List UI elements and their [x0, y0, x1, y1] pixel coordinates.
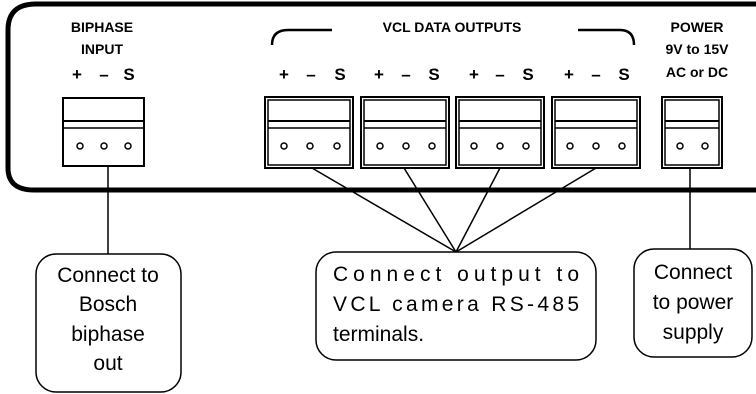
vcl1-pin-plus: +: [279, 65, 289, 84]
vcl4-pin-shield: S: [618, 65, 629, 84]
callout-vcl-line3: terminals.: [333, 323, 424, 346]
vcl3-pin-minus: –: [495, 65, 504, 84]
biphase-pin-plus: +: [72, 65, 82, 84]
vcl4-pin-minus: –: [591, 65, 600, 84]
terminal-screw: [124, 142, 132, 150]
terminal-screw: [566, 142, 574, 150]
callout-power-line2: to power: [653, 291, 734, 314]
callout-bosch-line1: Connect to: [57, 264, 159, 287]
vcl-terminal-block-4: [551, 96, 641, 169]
vcl-terminal-block-3: [455, 96, 545, 169]
terminal-screw: [376, 142, 384, 150]
vcl2-pin-shield: S: [428, 65, 439, 84]
vcl1-pin-minus: –: [306, 65, 315, 84]
terminal-screw: [618, 142, 626, 150]
callout-bosch-box: [35, 253, 182, 393]
biphase-input-title-line1: BIPHASE: [71, 19, 133, 35]
vcl2-pin-plus: +: [374, 65, 384, 84]
terminal-screw: [496, 142, 504, 150]
power-terminal-block: [661, 96, 723, 169]
vcl2-pin-minus: –: [401, 65, 410, 84]
terminal-screw: [100, 142, 108, 150]
leader-lines-vcl: [311, 167, 597, 253]
panel-outline: [5, 1, 756, 193]
vcl3-pin-shield: S: [522, 65, 533, 84]
callout-power-line3: supply: [663, 321, 724, 344]
vcl-bracket-right: [578, 28, 636, 46]
vcl-terminal-block-2: [360, 96, 450, 169]
callout-vcl-box: [315, 251, 597, 361]
vcl-pin-labels: + – S + – S + – S + – S: [279, 65, 630, 84]
vcl-outputs-title: VCL DATA OUTPUTS: [383, 19, 522, 35]
terminal-screw: [306, 142, 314, 150]
power-title-line1: POWER: [671, 19, 724, 35]
terminal-screw: [592, 142, 600, 150]
biphase-input-title-line2: INPUT: [81, 41, 123, 57]
callout-power-line1: Connect: [654, 261, 732, 284]
vcl4-pin-plus: +: [564, 65, 574, 84]
terminal-screw: [522, 142, 530, 150]
terminal-screw: [701, 142, 709, 150]
terminal-screw: [76, 142, 84, 150]
callout-bosch-line4: out: [93, 352, 122, 375]
terminal-screw: [676, 142, 684, 150]
biphase-terminal-block: [62, 97, 145, 167]
terminal-screw: [470, 142, 478, 150]
vcl1-pin-shield: S: [334, 65, 345, 84]
vcl-bracket-left: [270, 28, 332, 46]
terminal-screw: [428, 142, 436, 150]
callout-bosch-line2: Bosch: [79, 293, 137, 316]
vcl-terminal-block-1: [264, 96, 354, 169]
terminal-screw: [402, 142, 410, 150]
vcl3-pin-plus: +: [469, 65, 479, 84]
callout-power-box: [633, 248, 753, 358]
biphase-pin-shield: S: [123, 65, 134, 84]
terminal-screw: [280, 142, 288, 150]
power-title-line3: AC or DC: [666, 64, 728, 80]
terminal-screw: [333, 142, 341, 150]
callout-bosch-line3: biphase: [71, 323, 145, 346]
power-title-line2: 9V to 15V: [665, 41, 729, 57]
biphase-pin-minus: –: [99, 65, 108, 84]
callout-vcl-line2: VCL camera RS-485: [333, 293, 579, 316]
